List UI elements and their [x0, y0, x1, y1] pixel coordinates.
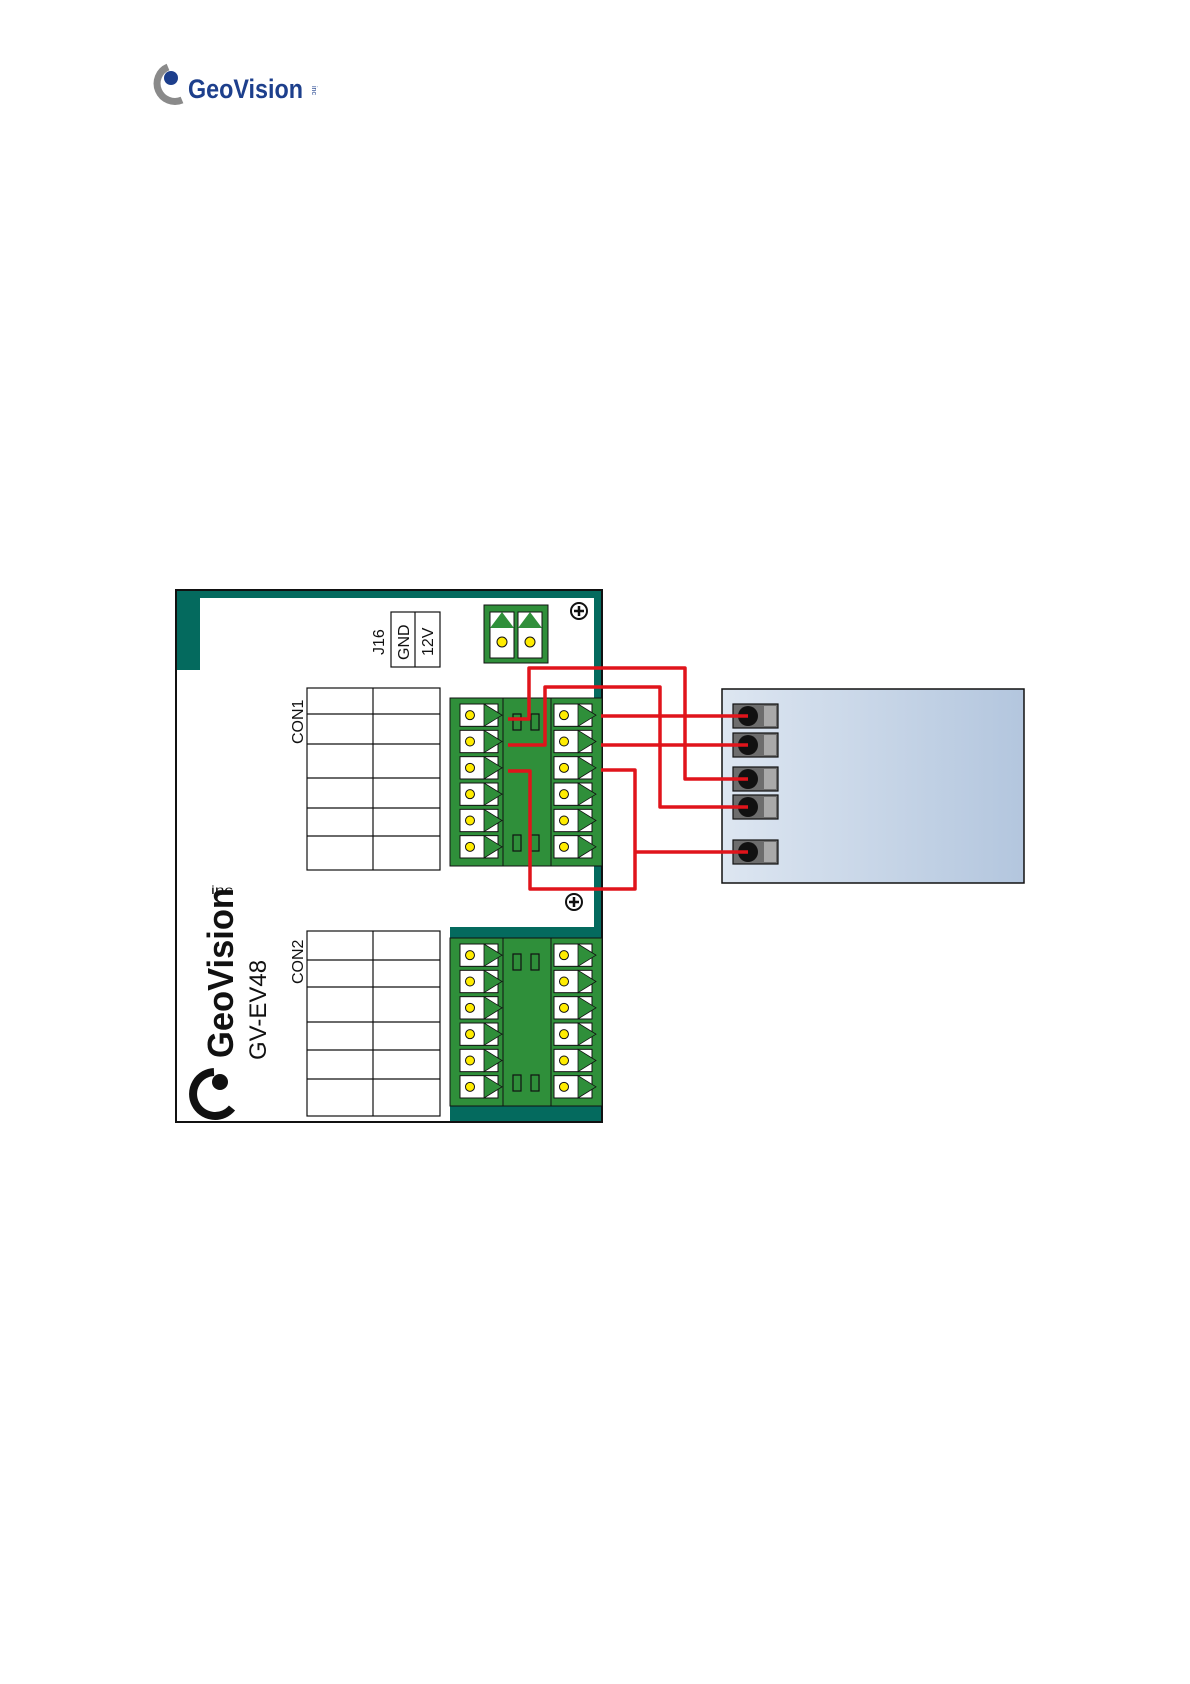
terminal-slot [460, 944, 502, 966]
terminal-pin-icon [560, 842, 569, 851]
component-chip [531, 1075, 539, 1091]
terminal-pin-icon [560, 711, 569, 720]
terminal-pin-icon [560, 816, 569, 825]
terminal-pin-icon [560, 790, 569, 799]
terminal-pin-icon [466, 1030, 475, 1039]
terminal-slot [554, 1076, 596, 1098]
component-chip [513, 954, 521, 970]
j16-label: J16 [371, 629, 388, 655]
terminal-slot [554, 809, 596, 831]
terminal-pin-icon [560, 1003, 569, 1012]
board-model: GV-EV48 [245, 960, 272, 1060]
terminal-slot [460, 1023, 502, 1045]
j16-power-connector [484, 605, 548, 663]
component-chip [531, 714, 539, 730]
con2-terminal-block [450, 938, 602, 1106]
terminal-pin-icon [560, 1082, 569, 1091]
terminal-slot [460, 1049, 502, 1071]
component-chip [513, 714, 521, 730]
terminal-pin-icon [466, 763, 475, 772]
terminal-slot [460, 809, 502, 831]
terminal-pin-icon [466, 1082, 475, 1091]
terminal-pin-icon [466, 816, 475, 825]
screw-icon [566, 894, 582, 910]
terminal-slot [554, 997, 596, 1019]
terminal-pin-icon [466, 1003, 475, 1012]
con2-label: CON2 [290, 939, 307, 984]
terminal-pin-icon [497, 637, 507, 647]
component-chip [531, 954, 539, 970]
terminal-pin-icon [466, 951, 475, 960]
con1-grid: CON1 [290, 688, 440, 870]
terminal-pin-icon [560, 951, 569, 960]
terminal-slot [460, 730, 502, 752]
terminal-slot [554, 970, 596, 992]
card-reader [722, 689, 1024, 883]
terminal-pin-icon [560, 977, 569, 986]
terminal-slot [554, 1023, 596, 1045]
component-chip [513, 1075, 521, 1091]
terminal-pin-icon [466, 737, 475, 746]
gnd-label: GND [396, 624, 413, 660]
terminal-slot [460, 970, 502, 992]
terminal-slot [460, 704, 502, 726]
terminal-pin-icon [466, 977, 475, 986]
terminal-slot [554, 783, 596, 805]
component-chip [513, 835, 521, 851]
terminal-pin-icon [525, 637, 535, 647]
con2-grid: CON2 [290, 931, 440, 1116]
terminal-pin-icon [466, 711, 475, 720]
terminal-slot [460, 1076, 502, 1098]
terminal-slot [460, 757, 502, 779]
board-brand-text: GeoVision [200, 888, 241, 1058]
terminal-slot [554, 944, 596, 966]
terminal-slot [554, 1049, 596, 1071]
terminal-pin-icon [466, 790, 475, 799]
12v-label: 12V [420, 627, 437, 656]
terminal-slot [554, 704, 596, 726]
con1-label: CON1 [290, 699, 307, 744]
terminal-pin-icon [560, 763, 569, 772]
screw-icon [571, 603, 587, 619]
terminal-pin-icon [560, 1030, 569, 1039]
terminal-slot [554, 757, 596, 779]
terminal-pin-icon [560, 737, 569, 746]
terminal-slot [460, 783, 502, 805]
con1-terminal-block [450, 698, 602, 866]
terminal-slot [554, 836, 596, 858]
terminal-pin-icon [466, 842, 475, 851]
terminal-pin-icon [466, 1056, 475, 1065]
terminal-slot [460, 836, 502, 858]
board-brand-suffix: inc [211, 883, 233, 897]
terminal-slot [554, 730, 596, 752]
terminal-slot [460, 997, 502, 1019]
component-chip [531, 835, 539, 851]
terminal-pin-icon [560, 1056, 569, 1065]
